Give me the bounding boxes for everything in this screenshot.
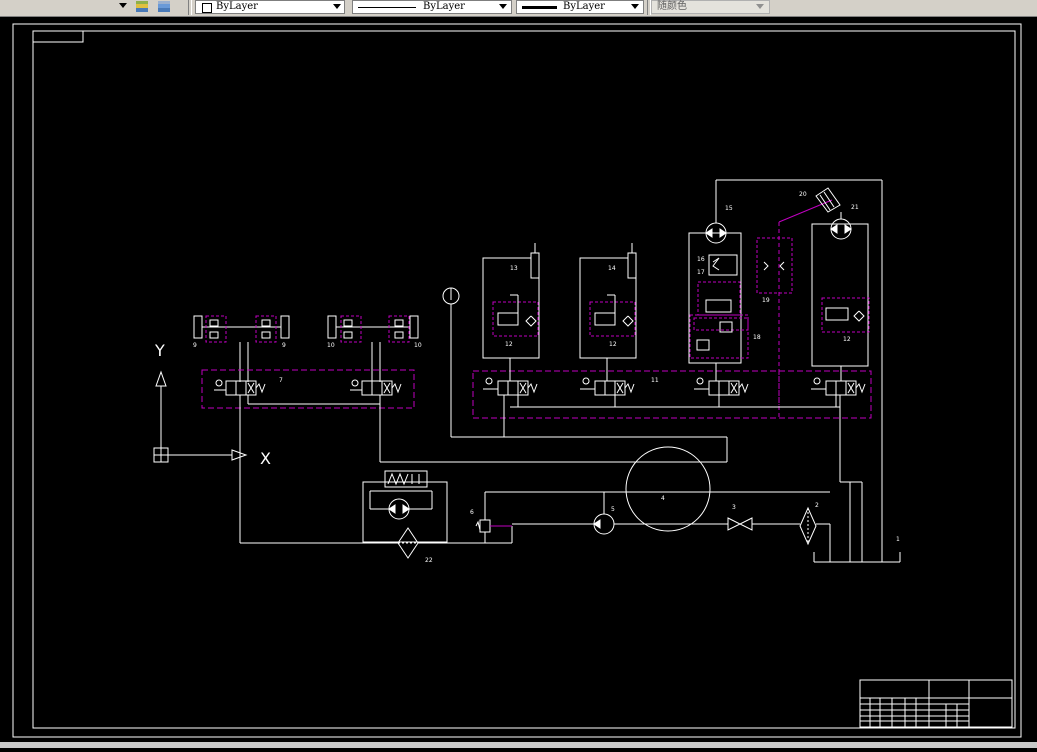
lineweight-dropdown[interactable]: ByLayer [516,0,644,14]
hydraulic-schematic: Y X [12,23,1022,738]
chevron-down-icon [333,4,341,9]
label-15: 15 [725,205,733,212]
accumulator-20 [815,187,841,213]
valve-block-11 [472,370,872,419]
sheet-inner-border [32,30,1016,729]
label-12c: 12 [843,336,851,343]
check-valve-3 [727,517,753,531]
label-3: 3 [732,504,736,511]
label-5: 5 [611,506,615,513]
label-7: 7 [279,377,283,384]
label-17: 17 [697,269,705,276]
title-block [859,679,1013,728]
dropdown-arrow-icon[interactable] [119,3,127,8]
label-1: 1 [896,536,900,543]
layer-previous-icon[interactable] [156,0,172,14]
properties-toolbar: ByLayer ByLayer ByLayer 随颜色 [0,0,1037,17]
cylinder-group-10 [327,315,419,382]
linetype-dropdown-label: ByLayer [423,1,465,12]
filter-2 [799,506,817,546]
label-12a: 12 [505,341,513,348]
label-10b: 10 [414,342,422,349]
label-19: 19 [762,297,770,304]
cylinder-group-9 [193,315,290,382]
color-dropdown-label: ByLayer [216,1,258,12]
valve-11a [483,377,538,437]
label-21: 21 [851,204,859,211]
label-9b: 9 [282,342,286,349]
power-unit-22 [240,470,512,559]
label-6: 6 [470,509,474,516]
hydraulic-motor-21 [811,212,870,381]
toolbar-separator [647,0,651,15]
plotstyle-dropdown-label: 随颜色 [657,1,687,12]
layer-stack-icon[interactable] [134,0,150,14]
status-strip [0,742,1037,748]
label-22: 22 [425,557,433,564]
valve-11c [694,377,749,396]
valve-7b [350,379,402,396]
label-4: 4 [661,495,665,502]
ucs-axis-icon [153,370,248,463]
sheet-outer-border [12,23,1022,738]
valve-11b [580,377,635,396]
valve-block-7 [201,369,415,409]
sheet-corner-tag [32,30,84,43]
cylinder-13 [482,243,540,381]
axis-x-label: X [260,449,271,468]
valve-7a [214,379,266,396]
label-9a: 9 [193,342,197,349]
color-swatch-icon [202,3,212,13]
label-12b: 12 [609,341,617,348]
label-11: 11 [651,377,659,384]
color-dropdown[interactable]: ByLayer [195,0,345,14]
label-2: 2 [815,502,819,509]
pump-5 [593,513,615,535]
axis-y-label: Y [154,341,165,360]
drawing-canvas[interactable]: Y X [0,17,1037,748]
component-19 [756,237,793,294]
label-20: 20 [799,191,807,198]
hydraulic-motor-15 [688,179,883,562]
tank-4 [625,446,711,532]
lineweight-preview-icon [522,6,557,9]
label-16: 16 [697,256,705,263]
lineweight-dropdown-label: ByLayer [563,1,605,12]
chevron-down-icon [756,4,764,9]
label-14: 14 [608,265,616,272]
label-18: 18 [753,334,761,341]
chevron-down-icon [499,4,507,9]
check-valve-6 [475,519,513,543]
label-13: 13 [510,265,518,272]
chevron-down-icon [631,4,639,9]
plotstyle-dropdown: 随颜色 [651,0,770,14]
valve-11d [811,377,866,396]
label-10a: 10 [327,342,335,349]
linetype-dropdown[interactable]: ByLayer [352,0,512,14]
cylinder-14 [579,243,637,381]
linetype-preview-icon [358,7,416,8]
toolbar-separator [188,0,192,15]
